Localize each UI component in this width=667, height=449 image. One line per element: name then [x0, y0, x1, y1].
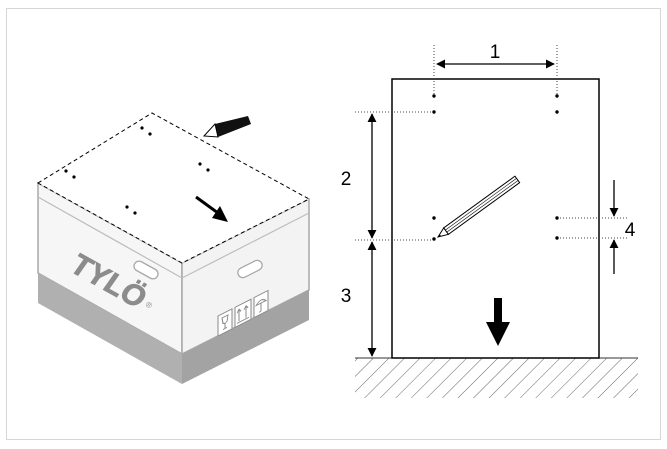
direction-arrow-icon	[195, 195, 228, 222]
dimension-label-1: 1	[490, 42, 501, 63]
box-handle-left	[133, 260, 159, 280]
box-top-hole-marks	[64, 126, 210, 215]
fragile-icon	[217, 308, 233, 337]
dimension-label-2: 2	[341, 169, 352, 190]
box-band-right	[182, 290, 309, 384]
pencil-icon	[436, 175, 521, 238]
floor-hatching	[355, 358, 638, 398]
packing-box: TYLÖ ®	[37, 112, 311, 384]
box-band-left	[38, 273, 182, 384]
figure-frame	[6, 8, 661, 440]
dimension-label-4: 4	[625, 220, 636, 241]
this-way-up-icon	[234, 298, 252, 329]
dimension-label-3: 3	[341, 286, 352, 307]
keep-dry-icon	[253, 289, 269, 319]
template-hole-marks	[432, 94, 559, 241]
wall-template-diagram: 1 2 3 4	[341, 42, 638, 398]
cutter-knife-icon	[202, 116, 251, 138]
svg-text:®: ®	[144, 300, 154, 310]
guide-lines	[355, 45, 628, 241]
box-handle-right	[237, 259, 263, 279]
down-arrow-icon	[486, 298, 510, 346]
box-top-dashed-outline	[37, 112, 311, 264]
handling-symbols	[217, 289, 269, 337]
